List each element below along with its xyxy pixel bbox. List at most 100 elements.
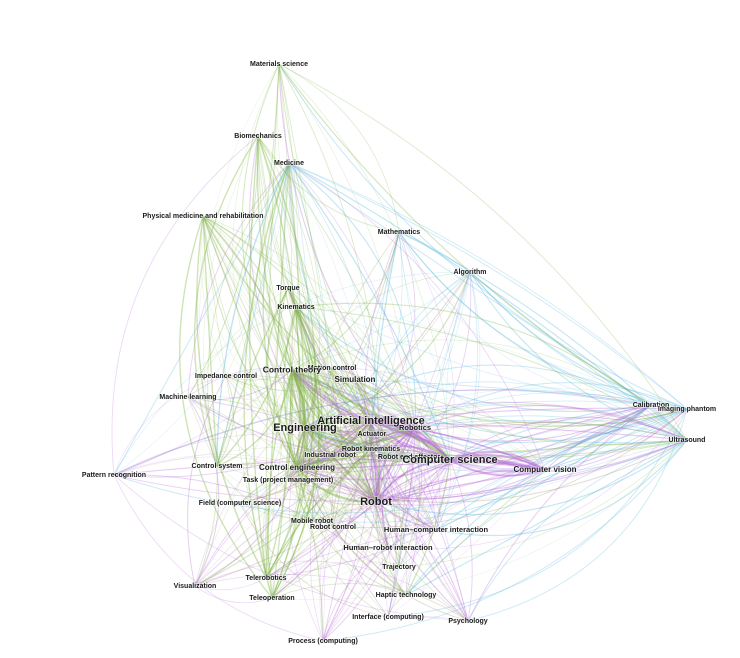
graph-edge [202, 215, 293, 371]
graph-edge [202, 215, 416, 429]
graph-edge [271, 560, 400, 599]
graph-edge [291, 369, 377, 503]
graph-edge [370, 404, 652, 463]
graph-edge [291, 369, 389, 618]
graph-edge [113, 474, 407, 596]
graph-edge [375, 469, 546, 506]
graph-edge [288, 162, 451, 461]
graph-edge [267, 369, 293, 599]
graph-edge [387, 408, 688, 618]
node-label-simulation: Simulation [335, 375, 376, 384]
graph-edge [295, 467, 313, 522]
graph-edge [288, 162, 652, 406]
graph-edge [329, 454, 451, 461]
graph-edge [291, 369, 372, 450]
graph-edge [216, 306, 297, 467]
graph-edge [291, 369, 372, 422]
graph-edge [469, 271, 688, 410]
graph-edge [287, 231, 400, 481]
graph-edge [304, 413, 416, 429]
graph-edge [296, 420, 372, 469]
graph-edge [265, 162, 290, 579]
graph-edge [225, 375, 306, 429]
graph-edge [296, 448, 372, 469]
graph-edge [408, 456, 437, 531]
graph-edge [398, 231, 652, 406]
graph-edge [322, 459, 451, 642]
graph-edge [398, 231, 455, 461]
graph-edge [370, 420, 416, 429]
graph-edge [304, 427, 416, 433]
graph-edge [239, 404, 652, 523]
graph-edge [304, 419, 372, 429]
graph-edge [449, 459, 546, 471]
graph-edge [405, 459, 451, 596]
graph-edge [370, 420, 546, 471]
node-label-control-engineering: Control engineering [259, 463, 335, 472]
graph-edge [405, 529, 437, 596]
graph-edge [288, 162, 688, 410]
graph-edge [370, 439, 688, 458]
graph-edge [187, 396, 372, 450]
graph-edge [287, 287, 334, 528]
graph-edge [311, 508, 437, 531]
graph-edge [295, 306, 315, 522]
graph-edge [225, 375, 437, 531]
graph-edge [291, 369, 416, 429]
graph-edge [387, 459, 451, 618]
graph-edge [449, 408, 688, 470]
graph-edge [291, 369, 325, 642]
graph-edge [304, 414, 372, 429]
graph-edge [296, 467, 400, 568]
graph-edge [296, 467, 389, 549]
graph-edge [291, 367, 333, 371]
graph-edge [295, 306, 389, 549]
graph-edge [296, 454, 331, 469]
graph-edge [248, 135, 267, 579]
graph-edge [239, 427, 416, 504]
graph-edge [332, 456, 410, 528]
graph-edge [296, 420, 372, 469]
graph-edge [287, 287, 372, 422]
graph-edge [187, 369, 293, 401]
node-label-ultrasound: Ultrasound [669, 437, 706, 444]
graph-edge [257, 135, 451, 461]
graph-edge [232, 63, 298, 469]
graph-edge [354, 379, 386, 503]
graph-edge [398, 231, 688, 441]
graph-edge [370, 420, 451, 461]
graph-edge [445, 271, 471, 461]
graph-edge [304, 404, 652, 459]
graph-edge [319, 420, 372, 642]
graph-edge [370, 448, 408, 596]
graph-edge [225, 375, 377, 503]
graph-edge [265, 529, 437, 579]
graph-edge [287, 439, 688, 503]
graph-edge [296, 271, 471, 469]
graph-edge [544, 439, 688, 471]
graph-edge [257, 135, 297, 308]
graph-edge [311, 420, 372, 522]
graph-edge [291, 369, 400, 568]
graph-edge [194, 465, 218, 587]
graph-edge [304, 420, 451, 461]
graph-edge [287, 287, 372, 450]
graph-edge [296, 427, 416, 469]
graph-edge [296, 467, 469, 622]
graph-edge [469, 271, 688, 441]
graph-edge [375, 408, 688, 503]
graph-edge [414, 427, 546, 471]
graph-edge [216, 369, 293, 467]
graph-edge [239, 502, 273, 599]
graph-edge [289, 369, 306, 429]
graph-edge [375, 459, 451, 503]
graph-edge [202, 215, 218, 467]
graph-edge [271, 367, 333, 599]
node-label-medicine: Medicine [274, 160, 304, 167]
graph-edge [187, 396, 218, 467]
graph-edge [375, 427, 416, 503]
graph-edge [296, 231, 400, 469]
graph-edge [202, 215, 451, 461]
graph-edge [296, 459, 451, 469]
graph-edge [216, 369, 293, 467]
